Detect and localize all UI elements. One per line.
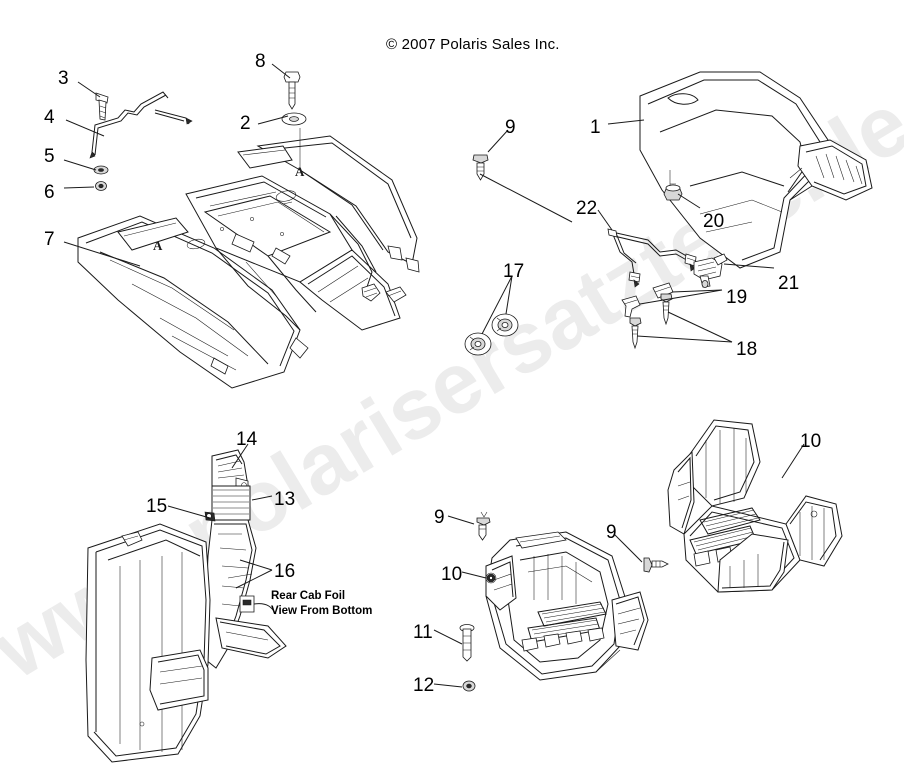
part-11-bolt <box>459 624 475 662</box>
center-floor-pan <box>485 531 649 681</box>
callout-11: 11 <box>413 622 433 643</box>
callout-3: 3 <box>58 68 69 89</box>
part-5-washer <box>93 165 109 175</box>
svg-text:A: A <box>295 164 305 179</box>
part-20-bumper <box>663 170 683 201</box>
part-21-latch <box>693 253 728 288</box>
part-9-push-rivet-floor-left <box>476 511 491 541</box>
leader-lines <box>63 63 805 688</box>
callout-12: 12 <box>413 675 435 696</box>
part-12-nut <box>462 680 476 692</box>
marker-a-1: A <box>295 164 305 179</box>
callout-19: 19 <box>726 287 748 308</box>
callout-22: 22 <box>576 198 598 219</box>
rear-cab-panel <box>85 449 287 763</box>
callout-21: 21 <box>778 273 800 294</box>
note-line-1: Rear Cab Foil <box>271 590 346 602</box>
callout-13: 13 <box>274 489 296 510</box>
marker-a-2: A <box>153 238 163 253</box>
part-17-grommets <box>464 313 519 356</box>
callout-15: 15 <box>146 496 168 517</box>
part-1-seat-assembly <box>639 71 873 269</box>
callout-6: 6 <box>44 182 55 203</box>
note-line-2: View From Bottom <box>271 605 373 618</box>
callout-8: 8 <box>255 51 266 72</box>
part-15-clip <box>204 511 216 522</box>
part-9-push-rivet-top <box>472 154 489 181</box>
callout-10-right: 10 <box>800 431 822 452</box>
floor-grate <box>521 601 607 652</box>
svg-text:A: A <box>153 238 163 253</box>
callout-1: 1 <box>590 117 601 138</box>
rear-cab-foil-note: Rear Cab Foil View From Bottom <box>271 589 372 619</box>
callout-14: 14 <box>236 429 258 450</box>
part-19-clip-brackets <box>621 282 674 318</box>
part-8-bolt <box>283 71 301 110</box>
callout-7: 7 <box>44 229 55 250</box>
callout-4: 4 <box>44 107 55 128</box>
part-9-push-rivet-floor-right <box>643 557 669 573</box>
callout-9-floor-left: 9 <box>434 507 445 528</box>
copyright-notice: © 2007 Polaris Sales Inc. <box>386 36 560 53</box>
right-footwell-panel <box>667 419 843 593</box>
part-4-bent-rod <box>89 91 193 159</box>
callout-9-floor-right: 9 <box>606 522 617 543</box>
callout-20: 20 <box>703 211 725 232</box>
part-16-foil-clip <box>239 595 277 615</box>
callout-18: 18 <box>736 339 758 360</box>
callout-17: 17 <box>503 261 525 282</box>
part-3-screw <box>95 92 109 121</box>
callout-16: 16 <box>274 561 296 582</box>
callout-2: 2 <box>240 113 251 134</box>
callout-9-top: 9 <box>505 117 516 138</box>
part-7-rear-fender-assembly: A A <box>77 128 420 389</box>
part-18-pin-rivets <box>629 293 673 350</box>
callout-5: 5 <box>44 146 55 167</box>
callout-10-floor: 10 <box>441 564 463 585</box>
part-22-latch-rod <box>607 228 697 288</box>
part-6-nut <box>95 181 107 191</box>
